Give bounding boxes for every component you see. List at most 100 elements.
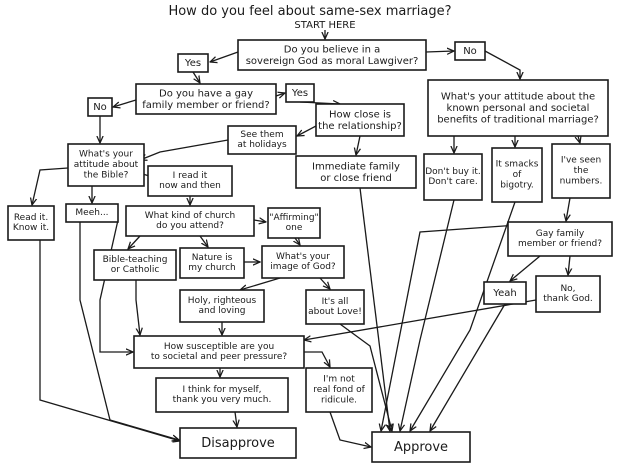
node-yeah: Yeah xyxy=(483,281,527,305)
node-approve: Approve xyxy=(371,431,471,463)
flow-arrow xyxy=(359,187,390,431)
node-box xyxy=(7,205,55,241)
flow-arrow xyxy=(253,220,266,222)
node-yes-1: Yes xyxy=(177,53,209,73)
node-yes-2: Yes xyxy=(285,83,315,103)
flow-arrow xyxy=(99,219,133,352)
node-box xyxy=(423,153,483,201)
flow-arrow xyxy=(275,93,285,96)
flow-arrow xyxy=(135,280,140,335)
flow-arrow xyxy=(356,135,360,155)
flow-arrow xyxy=(329,411,371,447)
node-box xyxy=(285,83,315,103)
node-box xyxy=(87,97,113,117)
node-label: Approve xyxy=(394,440,448,455)
node-box xyxy=(305,289,365,325)
node-no-thank-god: No,thank God. xyxy=(535,275,601,313)
node-read-it-know-it: Read it.Know it. xyxy=(7,205,55,241)
flow-arrow xyxy=(304,299,537,340)
node-box xyxy=(179,289,265,323)
node-box xyxy=(135,83,277,115)
flow-arrow xyxy=(566,197,570,221)
flow-arrow xyxy=(235,411,237,427)
node-label: No,thank God. xyxy=(543,284,593,304)
flow-arrow xyxy=(297,125,317,136)
flow-arrow xyxy=(425,51,454,52)
node-box xyxy=(261,245,345,279)
node-box xyxy=(179,247,245,279)
node-meh: Meeh... xyxy=(65,203,119,223)
flow-arrow xyxy=(140,139,229,160)
flow-arrow xyxy=(113,99,137,107)
node-no-1: No xyxy=(454,41,486,61)
node-box xyxy=(305,367,373,413)
node-dont-buy-it: Don't buy it.Don't care. xyxy=(423,153,483,201)
node-box xyxy=(65,203,119,223)
flow-arrow xyxy=(400,199,455,431)
node-box xyxy=(155,377,289,413)
flow-arrow xyxy=(510,255,541,281)
node-label: Disapprove xyxy=(201,436,275,451)
flow-arrow xyxy=(199,235,208,247)
node-label: I think for myself,thank you very much. xyxy=(173,385,272,405)
node-box xyxy=(177,53,209,73)
node-box xyxy=(179,427,297,459)
node-label: No xyxy=(93,102,107,113)
node-box xyxy=(535,275,601,313)
node-box xyxy=(125,205,255,237)
node-disapprove: Disapprove xyxy=(179,427,297,459)
node-box xyxy=(483,281,527,305)
flow-arrow xyxy=(128,235,141,249)
node-box xyxy=(491,147,543,203)
flow-arrow xyxy=(568,255,570,275)
node-box xyxy=(237,39,427,71)
flow-arrow xyxy=(339,323,392,431)
node-label: Yes xyxy=(291,88,308,99)
node-box xyxy=(93,249,177,281)
node-box xyxy=(454,41,486,61)
node-box xyxy=(267,207,321,239)
node-box xyxy=(507,221,613,257)
node-label: No xyxy=(463,46,477,57)
node-box xyxy=(315,103,405,137)
flow-arrow xyxy=(410,201,516,431)
node-box xyxy=(147,165,233,197)
node-label: Yeah xyxy=(492,288,516,299)
node-box xyxy=(371,431,471,463)
flow-arrow xyxy=(240,277,281,290)
flow-arrow xyxy=(304,351,330,367)
node-box xyxy=(227,125,297,155)
flow-arrow xyxy=(430,303,506,431)
node-affirming: "Affirming"one xyxy=(267,207,321,239)
flow-arrow xyxy=(192,71,200,83)
